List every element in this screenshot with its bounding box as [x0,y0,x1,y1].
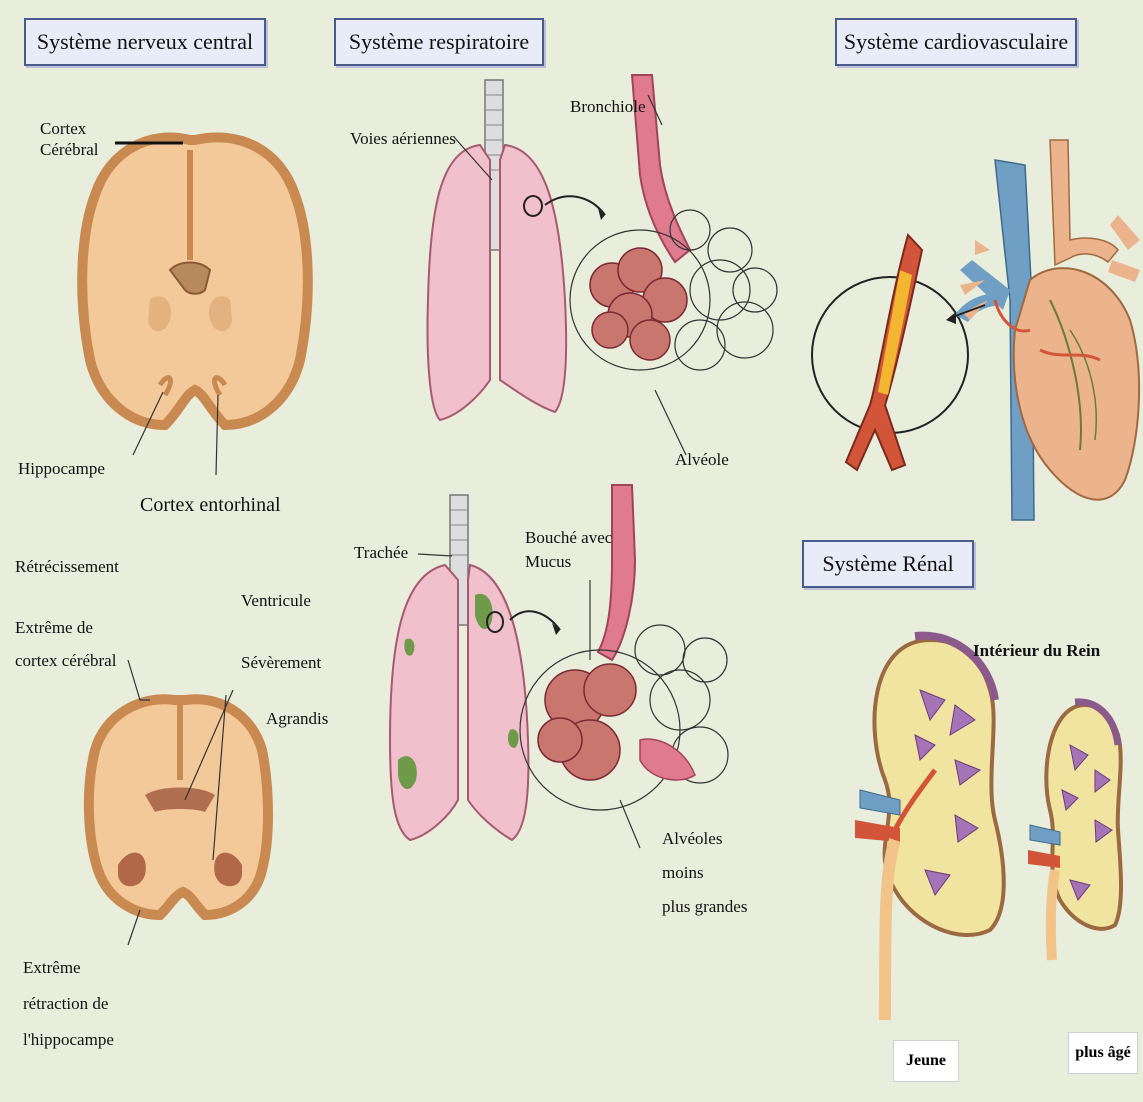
label-alveole: Alvéole [675,449,729,470]
label-retrecissement: Rétrécissement [15,556,119,577]
brain-young-illustration [82,137,308,475]
label-severement: Sévèrement [241,652,321,673]
label-bouche-mucus: Bouché avec Mucus [525,526,612,574]
label-retraction-hippocampe: Extrême rétraction de l'hippocampe [23,950,114,1058]
lungs-young-illustration [428,75,778,455]
respiratory-system-title: Système respiratoire [334,18,544,66]
label-ventricule: Ventricule [241,590,311,611]
label-bronchiole: Bronchiole [570,96,646,117]
kidney-young-illustration [855,636,1004,1020]
renal-system-title: Système Rénal [802,540,974,588]
label-plus-age: plus âgé [1068,1032,1138,1074]
label-voies-aeriennes: Voies aériennes [350,128,456,149]
kidney-old-illustration [1028,702,1121,960]
label-cortex-cerebral: Cortex Cérébral [40,118,99,160]
label-interieur-rein: Intérieur du Rein [973,640,1100,661]
cardiovascular-system-title: Système cardiovasculaire [835,18,1077,66]
nervous-system-title: Système nerveux central [24,18,266,66]
label-jeune: Jeune [893,1040,959,1082]
heart-illustration [812,140,1140,520]
label-trachee: Trachée [354,542,408,563]
label-cortex-entorhinal: Cortex entorhinal [140,495,281,516]
label-agrandis: Agrandis [266,708,328,729]
brain-old-illustration [89,660,268,945]
label-hippocampe: Hippocampe [18,458,105,479]
label-extreme-cortex: Extrême de cortex cérébral [15,611,116,677]
label-alveoles-grandes: Alvéoles moins plus grandes [662,822,747,924]
